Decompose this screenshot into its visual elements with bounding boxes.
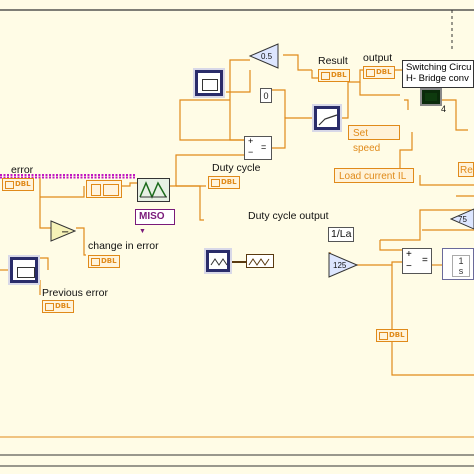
sub-equals-sign: = bbox=[422, 255, 428, 266]
error-indicator[interactable]: DBL bbox=[2, 178, 34, 191]
sub-plus-sign: + bbox=[406, 249, 412, 260]
switching-circuit-line2: H- Bridge conv bbox=[406, 73, 469, 84]
feedback-node-top[interactable] bbox=[193, 68, 225, 98]
set-speed-control[interactable]: Set speed bbox=[348, 125, 400, 154]
duty-cycle-output-graph[interactable] bbox=[246, 254, 274, 268]
right-cut-control[interactable]: Re bbox=[458, 162, 474, 177]
add-minus-sign: − bbox=[248, 147, 254, 157]
gain-0-5-node[interactable] bbox=[248, 42, 280, 70]
switching-circuit-scope-icon[interactable] bbox=[420, 88, 442, 106]
compound-subtract-block[interactable]: + − = bbox=[402, 248, 432, 274]
svg-text:−: − bbox=[61, 227, 69, 238]
miso-label: MISO bbox=[139, 211, 165, 222]
add-equals-sign: = bbox=[261, 142, 267, 152]
switching-port-number: 4 bbox=[441, 104, 447, 114]
gain-75-node[interactable] bbox=[450, 208, 474, 230]
duty-trace-icon bbox=[210, 258, 228, 266]
error-label: error bbox=[11, 164, 34, 176]
previous-error-indicator[interactable]: DBL bbox=[42, 300, 74, 313]
switching-circuit-subvi[interactable]: Switching Circu H- Bridge conv bbox=[402, 60, 474, 88]
duty-cycle-label: Duty cycle bbox=[212, 162, 261, 174]
gain-125-value: 125 bbox=[333, 261, 347, 270]
gain-75-value: 75 bbox=[458, 215, 467, 224]
one-over-la-label: 1/La bbox=[328, 227, 355, 242]
graph-wave-icon bbox=[248, 258, 270, 266]
load-current-control[interactable]: Load current IL bbox=[334, 168, 414, 183]
fuzzy-controller-icon[interactable] bbox=[137, 178, 170, 202]
compound-add-block[interactable]: + − = bbox=[244, 136, 272, 160]
previous-error-label: Previous error bbox=[42, 287, 108, 299]
fuzzy-membership-icon bbox=[139, 181, 167, 199]
waveform-chart-duty[interactable] bbox=[204, 248, 232, 274]
gain-125-node[interactable] bbox=[328, 252, 358, 278]
dropdown-arrow-icon: ▼ bbox=[139, 228, 146, 235]
result-label: Result bbox=[318, 55, 348, 67]
miso-selector[interactable]: MISO ▼ bbox=[135, 209, 175, 235]
previous-error-subvi[interactable] bbox=[8, 255, 40, 285]
chart-trace-icon bbox=[318, 114, 338, 126]
right-indicator[interactable]: DBL bbox=[376, 329, 408, 342]
gain-0-5-value: 0.5 bbox=[261, 52, 273, 61]
add-plus-sign: + bbox=[248, 136, 254, 146]
duty-cycle-output-label: Duty cycle output bbox=[248, 210, 329, 222]
zero-constant[interactable]: 0 bbox=[260, 88, 272, 103]
waveform-chart-result[interactable] bbox=[312, 104, 342, 132]
output-label: output bbox=[363, 52, 393, 64]
output-indicator[interactable]: DBL bbox=[363, 66, 395, 79]
change-in-error-label: change in error bbox=[88, 240, 159, 252]
switching-circuit-line1: Switching Circu bbox=[406, 62, 472, 73]
sub-minus-sign: − bbox=[406, 261, 412, 272]
subtract-node[interactable]: − bbox=[50, 220, 76, 242]
build-array-node[interactable] bbox=[86, 180, 122, 198]
duty-cycle-indicator[interactable]: DBL bbox=[208, 176, 240, 189]
result-indicator[interactable]: DBL bbox=[318, 69, 350, 82]
change-in-error-indicator[interactable]: DBL bbox=[88, 255, 120, 268]
